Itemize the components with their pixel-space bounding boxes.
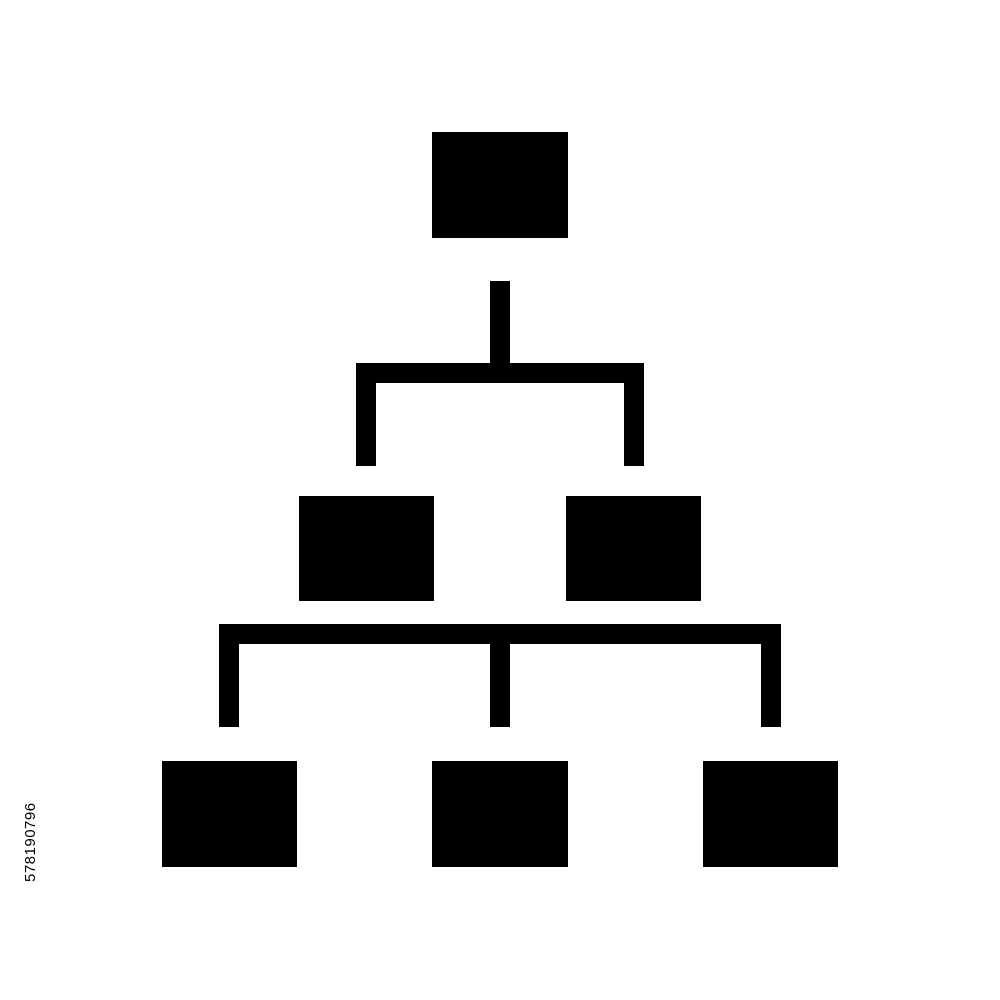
level-3-center-branch: [490, 624, 510, 727]
root-connector-stem: [490, 281, 510, 371]
level-2-right-node: [566, 496, 701, 601]
root-node: [432, 132, 568, 238]
level-2-left-branch: [356, 363, 376, 466]
level-3-left-branch: [219, 624, 239, 727]
level-3-right-branch: [761, 624, 781, 727]
stock-image-id: 578190796: [22, 802, 39, 882]
level-3-center-node: [432, 761, 568, 867]
level-2-left-node: [299, 496, 434, 601]
level-3-right-node: [703, 761, 838, 867]
level-2-connector-bar: [356, 363, 644, 383]
level-2-right-branch: [624, 363, 644, 466]
level-3-left-node: [162, 761, 297, 867]
